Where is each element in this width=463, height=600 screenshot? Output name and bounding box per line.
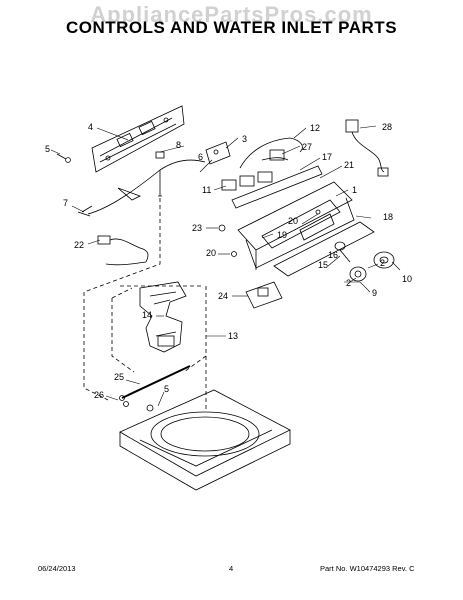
knob-group	[334, 241, 395, 282]
callout-21: 21	[344, 160, 354, 170]
clip-part	[205, 141, 231, 165]
callout-18: 18	[383, 212, 393, 222]
water-valve	[245, 281, 283, 309]
callout-20b: 20	[206, 248, 216, 258]
hose-rod	[119, 365, 191, 407]
callout-labels: 4 5 8 6 3 12 27 28 11 17 21 1 7 18 20 19…	[45, 122, 412, 400]
leader-lines	[50, 125, 401, 407]
callout-8: 8	[176, 140, 181, 150]
callout-3: 3	[242, 134, 247, 144]
overlay-strip	[273, 221, 375, 277]
callout-22: 22	[74, 240, 84, 250]
callout-19: 19	[277, 230, 287, 240]
callout-28: 28	[382, 122, 392, 132]
footer-date: 06/24/2013	[38, 564, 76, 573]
callout-12: 12	[310, 123, 320, 133]
callout-4: 4	[88, 122, 93, 132]
callout-14: 14	[142, 310, 152, 320]
callout-15: 15	[318, 260, 328, 270]
wire-7	[81, 205, 93, 213]
callout-7: 7	[63, 198, 68, 208]
watermark: AppliancePartsPros.com	[90, 2, 373, 27]
callout-5b: 5	[164, 384, 169, 394]
callout-17: 17	[322, 152, 332, 162]
callout-27: 27	[302, 142, 312, 152]
cabinet-top	[119, 389, 291, 491]
callout-2b: 2	[346, 278, 351, 288]
page-title: CONTROLS AND WATER INLET PARTS	[65, 18, 398, 37]
callout-13: 13	[228, 331, 238, 341]
bracket-part	[155, 151, 165, 159]
callout-26: 26	[94, 390, 104, 400]
callout-11: 11	[202, 185, 211, 195]
callout-16: 16	[328, 250, 338, 260]
console-rail	[231, 165, 323, 209]
callout-5: 5	[45, 144, 50, 154]
callout-9: 9	[372, 288, 377, 298]
footer-part-number: Part No. W10474293 Rev. C	[320, 564, 415, 573]
harness-left	[97, 235, 149, 266]
callout-1: 1	[352, 185, 357, 195]
footer-page-number: 4	[229, 564, 234, 573]
small-hardware	[218, 224, 237, 257]
callout-10: 10	[402, 274, 412, 284]
callout-6: 6	[198, 152, 203, 162]
switch-cluster	[221, 171, 273, 191]
inlet-assembly	[111, 281, 207, 373]
screw-part	[56, 153, 71, 163]
console-assembly	[237, 181, 355, 270]
wire-set-27	[239, 137, 303, 169]
connector-harness	[345, 119, 389, 177]
callout-24: 24	[218, 291, 228, 301]
wire-harness	[77, 159, 206, 217]
callout-25: 25	[114, 372, 124, 382]
console-back-panel	[91, 105, 185, 173]
assembly-guides	[83, 198, 207, 410]
callout-23: 23	[192, 223, 202, 233]
callout-20a: 20	[288, 216, 298, 226]
callout-2a: 2	[380, 258, 385, 268]
